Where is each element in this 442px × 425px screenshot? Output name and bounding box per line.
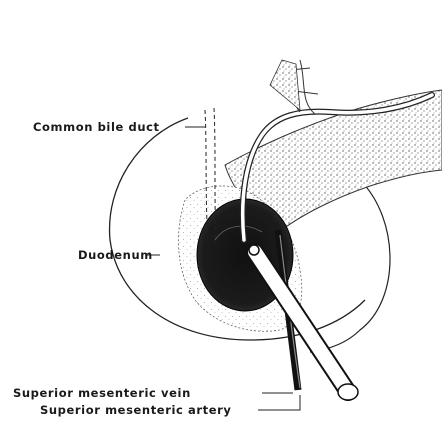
vessel-fan	[270, 60, 300, 110]
superior-mesenteric-artery-label: Superior mesenteric artery	[40, 403, 232, 417]
superior-mesenteric-vein-label: Superior mesenteric vein	[13, 386, 191, 400]
probe-end	[338, 384, 358, 400]
duodenum-label: Duodenum	[78, 248, 153, 262]
sma-leader	[258, 395, 300, 410]
probe-tip	[249, 245, 259, 255]
common-bile-duct-label: Common bile duct	[33, 120, 160, 134]
